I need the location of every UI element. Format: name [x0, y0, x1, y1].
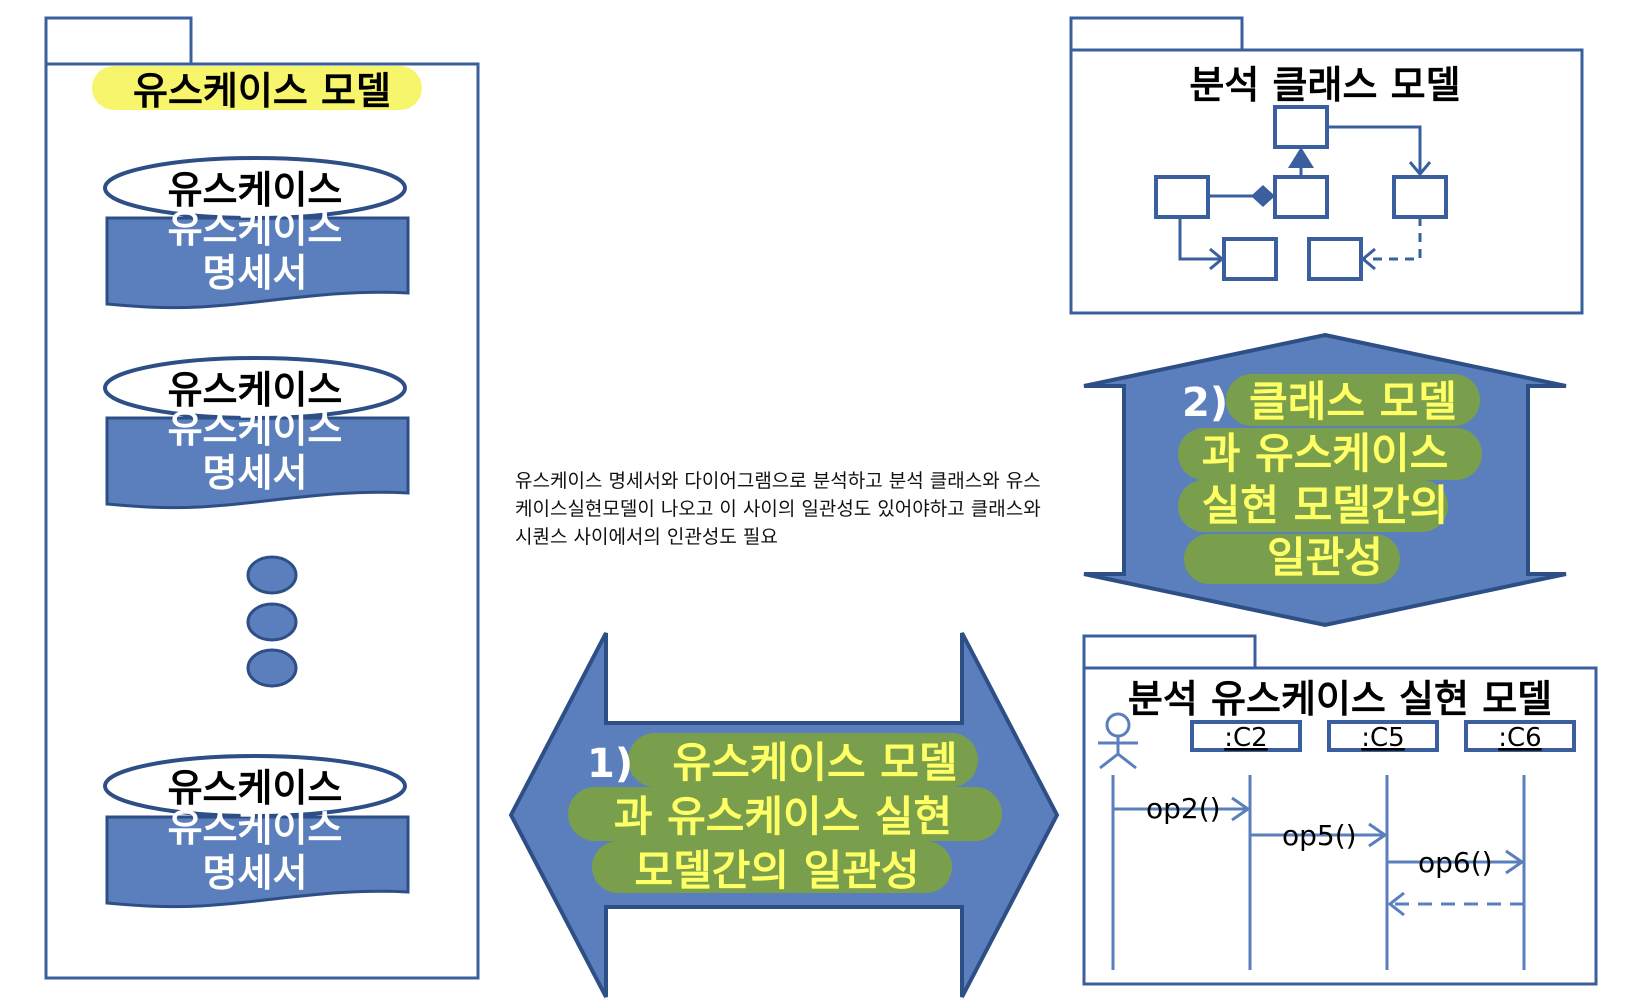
note-line: 케이스실현모델이 나오고 이 사이의 일관성도 있어야하고 클래스와 [515, 498, 1041, 520]
composition-diamond [1251, 185, 1275, 207]
spec-document-shape [105, 416, 410, 510]
consistency-2-line-4: 일관성 [1267, 533, 1383, 582]
usecase-ellipse [103, 754, 407, 818]
usecase-entry: 유스케이스 유스케이스 명세서 [103, 356, 410, 510]
consistency-2-line-3: 실현 모델간의 [1202, 481, 1448, 530]
continuation-dot [246, 648, 298, 688]
continuation-dot [246, 602, 298, 642]
text-highlight [1226, 374, 1480, 426]
realization-model-package: 분석 유스케이스 실현 모델 :C2 :C5 :C6 op2() op5() o [1082, 634, 1598, 986]
lifeline-head [1190, 720, 1302, 752]
text-highlight [1178, 428, 1482, 480]
association-arrowhead [1408, 161, 1432, 177]
dependency-line [1363, 217, 1422, 261]
class-box [1222, 237, 1278, 281]
lifeline-label: :C6 [1498, 723, 1541, 753]
class-box [1154, 175, 1210, 219]
return-message-arrowhead [1387, 891, 1405, 917]
spec-document-shape [105, 216, 410, 310]
consistency-2-prefix: 2) [1182, 380, 1228, 426]
package-tab [1069, 16, 1244, 52]
consistency-arrow-1: 1) 유스케이스 모델 과 유스케이스 실현 모델간의 일관성 [508, 632, 1060, 998]
text-highlight [628, 733, 978, 787]
spec-line-2: 명세서 [203, 851, 308, 895]
text-highlight [568, 787, 1002, 841]
class-model-title: 분석 클래스 모델 [1189, 63, 1460, 107]
usecase-ellipse [103, 156, 407, 220]
package-tab [1082, 634, 1257, 670]
consistency-1-line-3: 모델간의 일관성 [634, 846, 919, 895]
text-highlight [592, 841, 952, 893]
title-highlight [92, 66, 422, 110]
lifeline-head [1464, 720, 1576, 752]
consistency-1-line-2: 과 유스케이스 실현 [614, 792, 952, 841]
consistency-arrow-2: 2) 클래스 모델 과 유스케이스 실현 모델간의 일관성 [1083, 332, 1567, 628]
class-box [1392, 175, 1448, 219]
usecase-ellipse-label: 유스케이스 [168, 766, 343, 810]
text-highlight [1178, 480, 1448, 532]
class-model-package: 분석 클래스 모델 [1069, 16, 1584, 315]
usecase-ellipse-label: 유스케이스 [168, 368, 343, 412]
class-box [1273, 175, 1329, 219]
message-arrowhead [1368, 822, 1388, 848]
usecase-model-title: 유스케이스 모델 [133, 69, 391, 113]
class-box [1307, 237, 1363, 281]
lifeline-head [1327, 720, 1439, 752]
usecase-ellipse [103, 356, 407, 420]
message-arrowhead [1505, 849, 1525, 875]
lifeline-label: :C2 [1224, 723, 1267, 753]
note-line: 유스케이스 명세서와 다이어그램으로 분석하고 분석 클래스와 유스 [515, 470, 1041, 492]
spec-line-2: 명세서 [203, 451, 308, 495]
usecase-ellipse-label: 유스케이스 [168, 168, 343, 212]
actor-icon [1098, 712, 1138, 770]
spec-line-1: 유스케이스 [168, 806, 343, 850]
dependency-arrowhead [1360, 247, 1376, 271]
explanatory-note: 유스케이스 명세서와 다이어그램으로 분석하고 분석 클래스와 유스 케이스실현… [515, 467, 1115, 551]
message-label: op2() [1146, 792, 1221, 825]
usecase-entry: 유스케이스 유스케이스 명세서 [103, 754, 410, 909]
continuation-dot [246, 555, 298, 595]
package-tab [44, 16, 193, 66]
consistency-2-line-1: 클래스 모델 [1249, 377, 1457, 426]
usecase-entry: 유스케이스 유스케이스 명세서 [103, 156, 410, 310]
consistency-1-line-1: 유스케이스 모델 [672, 738, 957, 787]
association-line [1178, 217, 1221, 261]
message-label: op6() [1418, 846, 1493, 879]
generalization-arrowhead [1288, 147, 1314, 168]
lifeline-label: :C5 [1361, 723, 1404, 753]
association-arrowhead [1209, 247, 1225, 271]
note-line: 시퀀스 사이에서의 인관성도 필요 [515, 526, 778, 548]
class-box [1273, 105, 1329, 149]
spec-document-shape [105, 815, 410, 909]
consistency-2-line-2: 과 유스케이스 [1202, 429, 1448, 478]
message-arrowhead [1231, 796, 1251, 822]
text-highlight [1184, 534, 1400, 584]
consistency-1-prefix: 1) [587, 741, 633, 787]
message-label: op5() [1282, 819, 1357, 852]
association-line [1327, 125, 1422, 172]
realization-model-title: 분석 유스케이스 실현 모델 [1128, 677, 1552, 721]
spec-line-1: 유스케이스 [168, 207, 343, 251]
spec-line-1: 유스케이스 [168, 407, 343, 451]
spec-line-2: 명세서 [203, 251, 308, 295]
usecase-model-package: 유스케이스 모델 유스케이스 유스케이스 명세서 유스케이스 유스케이스 명세서… [44, 16, 480, 980]
